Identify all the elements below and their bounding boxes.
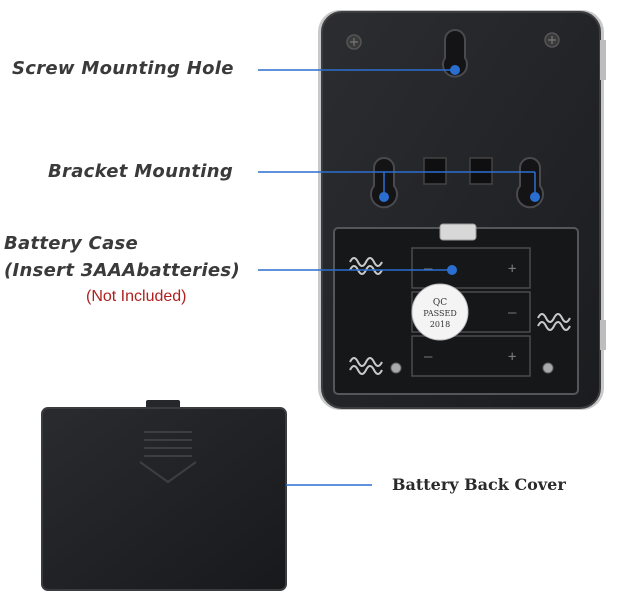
svg-text:+: + <box>508 349 516 365</box>
svg-text:+: + <box>508 261 516 277</box>
leader-dot-screw <box>450 65 460 75</box>
screw-mounting-keyhole-icon <box>442 28 468 78</box>
qc-passed-sticker: QC PASSED 2018 <box>411 283 469 341</box>
bracket-keyhole-right-icon <box>516 156 544 209</box>
svg-text:—: — <box>508 305 517 321</box>
label-battery-case: Battery Case <box>4 233 139 254</box>
leader-dot-bracket-left <box>379 192 389 202</box>
leader-dot-bracket-right <box>530 192 540 202</box>
battery-compartment: — + — — + <box>333 223 579 395</box>
vent-slot <box>469 157 493 185</box>
compartment-screw-icon <box>390 362 402 374</box>
svg-text:—: — <box>424 261 433 277</box>
slide-arrow-icon <box>139 431 197 484</box>
device-back: — + — — + <box>318 10 606 410</box>
label-battery-case-instruction: (Insert 3AAAbatteries) <box>4 260 240 281</box>
qc-line2: PASSED <box>423 309 457 318</box>
label-screw-mounting-hole: Screw Mounting Hole <box>12 58 234 79</box>
compartment-screw-icon <box>542 362 554 374</box>
corner-screw-icon <box>544 32 560 48</box>
label-battery-back-cover: Battery Back Cover <box>392 475 566 494</box>
corner-screw-icon <box>346 34 362 50</box>
qc-line1: QC <box>433 298 447 308</box>
label-not-included: (Not Included) <box>86 288 187 305</box>
qc-year: 2018 <box>430 320 450 329</box>
vent-slot <box>423 157 447 185</box>
svg-text:—: — <box>424 349 433 365</box>
battery-spring-icon <box>349 257 571 375</box>
leader-lines <box>258 65 540 486</box>
battery-back-cover <box>41 400 287 591</box>
leader-dot-battery-case <box>447 265 457 275</box>
label-bracket-mounting: Bracket Mounting <box>48 161 234 182</box>
